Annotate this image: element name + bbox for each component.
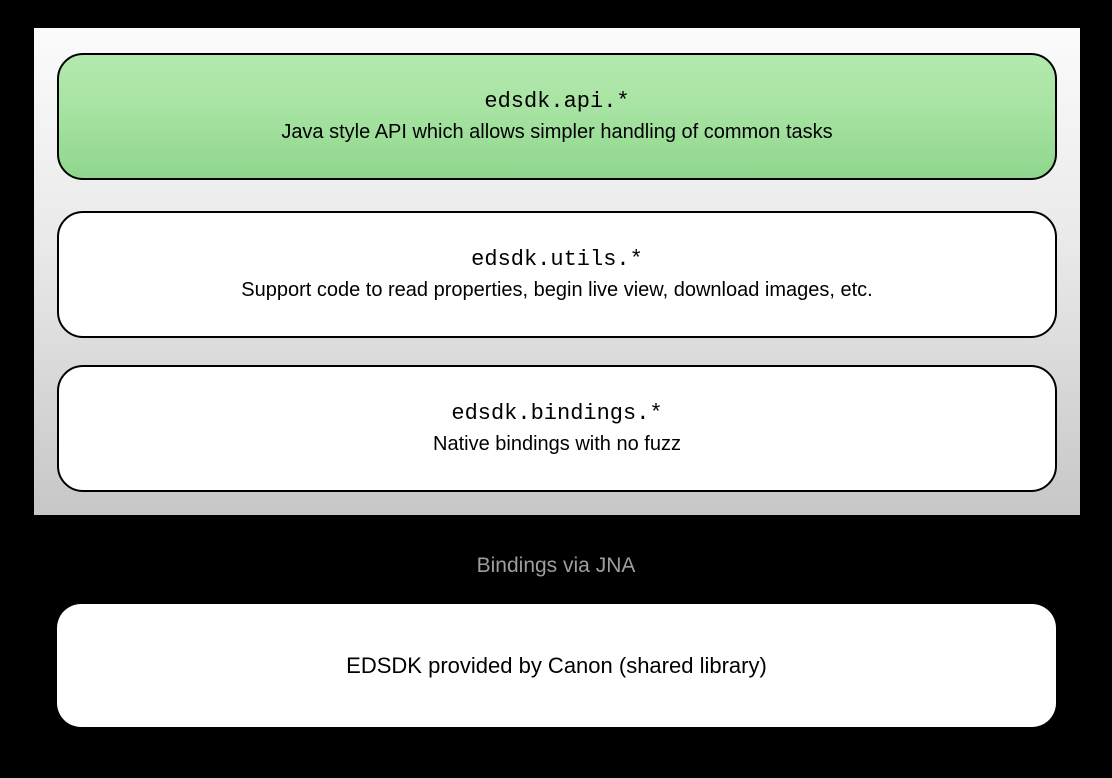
layer-edsdk-native: EDSDK provided by Canon (shared library) bbox=[57, 604, 1056, 727]
layer-edsdk-api: edsdk.api.* Java style API which allows … bbox=[57, 53, 1057, 180]
java-library-panel: edsdk.api.* Java style API which allows … bbox=[34, 28, 1080, 515]
layer-edsdk-native-label: EDSDK provided by Canon (shared library) bbox=[346, 652, 767, 678]
layer-edsdk-api-description: Java style API which allows simpler hand… bbox=[281, 121, 833, 143]
layer-edsdk-bindings-description: Native bindings with no fuzz bbox=[433, 433, 681, 455]
layer-edsdk-bindings: edsdk.bindings.* Native bindings with no… bbox=[57, 365, 1057, 492]
layer-edsdk-utils-title: edsdk.utils.* bbox=[471, 247, 643, 272]
layer-edsdk-utils: edsdk.utils.* Support code to read prope… bbox=[57, 211, 1057, 338]
layer-edsdk-utils-description: Support code to read properties, begin l… bbox=[241, 279, 873, 301]
layer-edsdk-bindings-title: edsdk.bindings.* bbox=[451, 401, 663, 426]
layer-edsdk-api-title: edsdk.api.* bbox=[484, 89, 630, 114]
connector-label-jna: Bindings via JNA bbox=[476, 554, 636, 577]
